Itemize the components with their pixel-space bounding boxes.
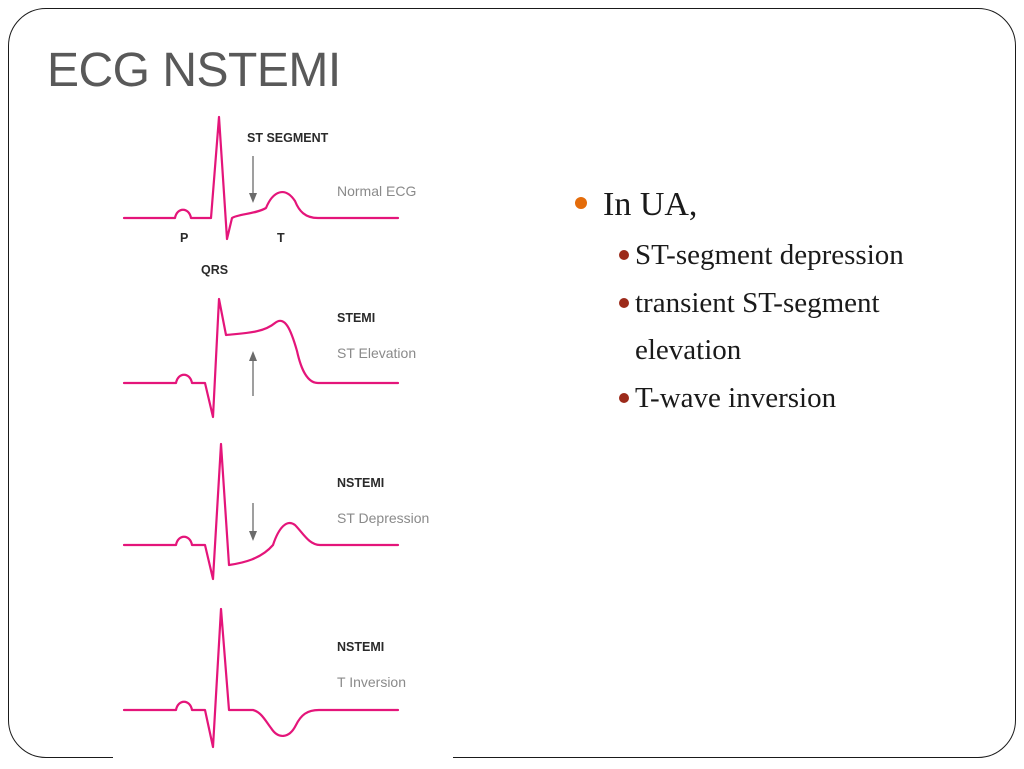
ecg-trace-stemi — [122, 297, 400, 419]
st-segment-label: ST SEGMENT — [247, 131, 329, 145]
slide-title: ECG NSTEMI — [47, 44, 341, 97]
ecg-panel-normal: ST SEGMENT Normal ECG P QRS T — [122, 115, 416, 277]
sub-bullet-item: transient ST-segment elevation — [603, 280, 991, 376]
sub-bullet-dot — [619, 249, 629, 260]
t-wave-label: T — [277, 231, 285, 245]
sub-bullet-dot — [619, 297, 629, 308]
st-depression-label: ST Depression — [337, 510, 429, 526]
nstemi-label-depression: NSTEMI — [337, 476, 384, 490]
sub-bullet-text: T-wave inversion — [635, 382, 837, 415]
bullet-dot — [575, 197, 587, 209]
sub-bullet-list: ST-segment depression transient ST-segme… — [603, 232, 991, 423]
ecg-panel-nstemi-depression: NSTEMI ST Depression — [122, 442, 429, 581]
st-arrow-head-normal — [249, 193, 257, 203]
t-inversion-label: T Inversion — [337, 674, 406, 690]
ecg-trace-normal — [122, 115, 400, 241]
bullet-list: In UA, ST-segment depression transient S… — [571, 185, 991, 423]
st-arrow-head-nstemi — [249, 531, 257, 541]
slide-frame: ECG NSTEMI ST SEGMENT Normal ECG P QRS T… — [8, 8, 1016, 769]
st-arrow-head-stemi — [249, 351, 257, 361]
ecg-trace-t-inversion — [122, 607, 400, 749]
st-elevation-label: ST Elevation — [337, 345, 416, 361]
sub-bullet-item: T-wave inversion — [603, 375, 991, 423]
bullet-item: In UA, ST-segment depression transient S… — [571, 185, 991, 423]
normal-ecg-label: Normal ECG — [337, 183, 416, 199]
nstemi-label-inversion: NSTEMI — [337, 640, 384, 654]
ecg-trace-st-depression — [122, 442, 400, 581]
qrs-label: QRS — [201, 263, 228, 277]
sub-bullet-item: ST-segment depression — [603, 232, 991, 280]
bullet-text: In UA, — [603, 186, 698, 223]
ecg-panel-stemi: STEMI ST Elevation — [122, 297, 416, 419]
ecg-panel-nstemi-inversion: NSTEMI T Inversion — [122, 607, 406, 749]
ecg-figure: ST SEGMENT Normal ECG P QRS T STEMI ST E… — [113, 107, 453, 769]
sub-bullet-text: ST-segment depression — [635, 238, 904, 271]
sub-bullet-text: transient ST-segment elevation — [635, 286, 880, 367]
stemi-label: STEMI — [337, 311, 375, 325]
ecg-diagram: ST SEGMENT Normal ECG P QRS T STEMI ST E… — [122, 115, 429, 749]
p-wave-label: P — [180, 231, 188, 245]
sub-bullet-dot — [619, 393, 629, 404]
